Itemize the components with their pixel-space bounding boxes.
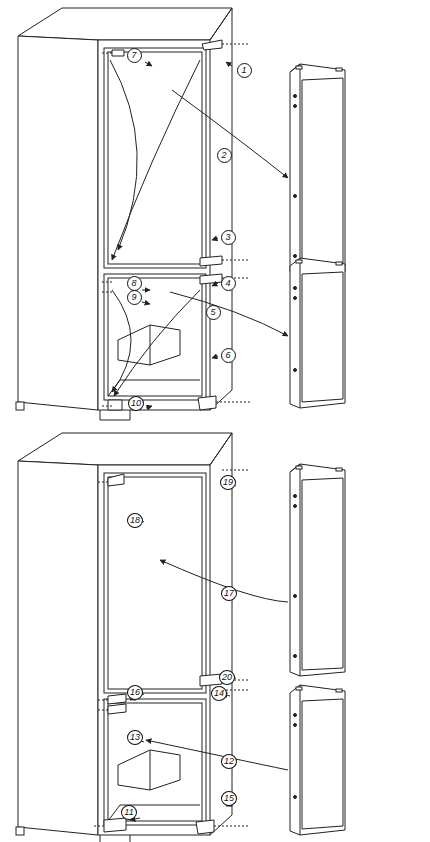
callout-number: 5	[206, 305, 221, 320]
callout-number: 17	[221, 586, 237, 601]
callout-number: 18	[127, 513, 143, 528]
callout-number: 1	[237, 63, 252, 78]
callout-number: 19	[220, 475, 236, 490]
callout-number: 3	[221, 230, 236, 245]
callout-number: 7	[127, 48, 142, 63]
callout-number: 2	[217, 148, 232, 163]
callout-number: 4	[221, 276, 236, 291]
callout-number: 15	[221, 791, 237, 806]
callout-number: 11	[121, 805, 136, 820]
callout-number: 13	[127, 730, 143, 745]
callout-number: 14	[211, 686, 227, 701]
callout-number: 9	[127, 290, 142, 305]
callout-number: 8	[127, 276, 142, 291]
callout-number: 6	[221, 348, 236, 363]
callout-number: 16	[127, 685, 143, 700]
callout-number: 12	[221, 754, 237, 769]
callout-number: 20	[219, 670, 235, 685]
callout-number: 10	[128, 396, 144, 411]
